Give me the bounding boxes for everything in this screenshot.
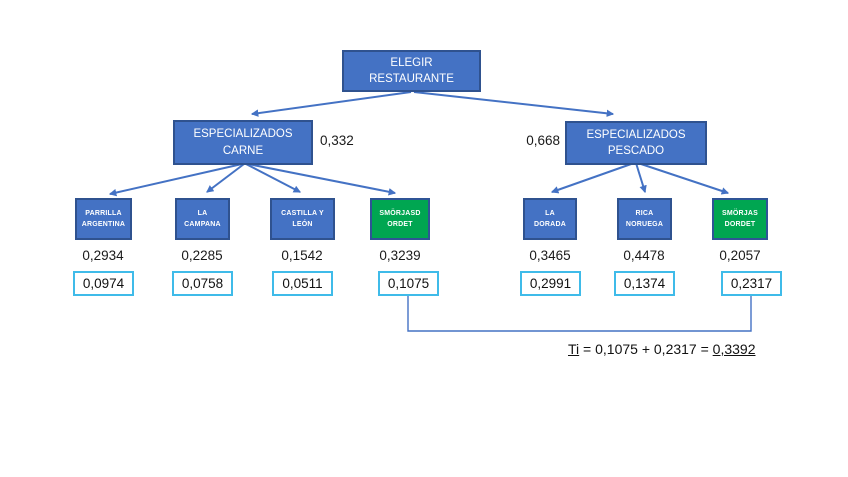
result-box: 0,2991 (520, 271, 581, 296)
node-especializados-pescado: ESPECIALIZADOS PESCADO (565, 121, 707, 165)
ti-expression: = 0,1075 + 0,2317 = (579, 341, 713, 357)
prob-value: 0,1542 (281, 248, 323, 263)
prob-value: 0,2285 (181, 248, 223, 263)
weight-pescado: 0,668 (526, 133, 560, 148)
node-la-dorada: LA DORADA (523, 198, 577, 240)
prob-value: 0,2934 (82, 248, 124, 263)
result-value: 0,0758 (181, 276, 224, 291)
node-label: LA DORADA (534, 209, 566, 228)
result-box: 0,1374 (614, 271, 675, 296)
arrow-pescado-to-rica (635, 162, 647, 194)
node-label: ELEGIR RESTAURANTE (369, 56, 454, 85)
node-smorjas-dordet: SMÖRJAS DORDET (712, 198, 768, 240)
arrow-root-to-carne (250, 91, 412, 117)
node-label: RICA NORUEGA (625, 209, 664, 228)
prob-value: 0,3239 (379, 248, 421, 263)
node-castilla-leon: CASTILLA Y LEÓN (270, 198, 335, 240)
ti-total: 0,3392 (712, 341, 756, 357)
prob-value: 0,2057 (719, 248, 761, 263)
node-label: ESPECIALIZADOS PESCADO (586, 128, 686, 157)
arrow-pescado-to-smorjas (637, 162, 730, 195)
arrow-carne-to-parrilla (108, 163, 243, 197)
result-box: 0,0974 (73, 271, 134, 296)
node-elegir-restaurante: ELEGIR RESTAURANTE (342, 50, 481, 92)
arrow-root-to-pescado (413, 91, 615, 118)
result-value: 0,1075 (387, 276, 430, 291)
result-box: 0,0758 (172, 271, 233, 296)
result-box: 0,0511 (272, 271, 333, 296)
node-label: CASTILLA Y LEÓN (281, 209, 324, 228)
ti-formula: Ti = 0,1075 + 0,2317 = 0,3392 (568, 341, 756, 357)
result-box: 0,2317 (721, 271, 782, 296)
result-value: 0,2991 (529, 276, 572, 291)
result-box: 0,1075 (378, 271, 439, 296)
node-parrilla-argentina: PARRILLA ARGENTINA (75, 198, 132, 240)
connector-ti-sum (407, 296, 752, 332)
node-la-campana: LA CAMPANA (175, 198, 230, 240)
arrow-carne-to-smorjasd (247, 163, 397, 196)
node-smorjasd-ordet: SMÖRJASD ORDET (370, 198, 430, 240)
weight-carne: 0,332 (320, 133, 354, 148)
node-especializados-carne: ESPECIALIZADOS CARNE (173, 120, 313, 165)
result-value: 0,2317 (730, 276, 773, 291)
ti-label: Ti (568, 341, 580, 357)
result-value: 0,1374 (623, 276, 666, 291)
arrow-carne-to-castilla (245, 163, 301, 193)
prob-value: 0,4478 (623, 248, 665, 263)
node-label: ESPECIALIZADOS CARNE (193, 128, 293, 157)
prob-value: 0,3465 (529, 248, 571, 263)
result-value: 0,0974 (82, 276, 125, 291)
node-label: PARRILLA ARGENTINA (81, 209, 126, 228)
arrow-pescado-to-dorada (550, 162, 635, 194)
node-rica-noruega: RICA NORUEGA (617, 198, 672, 240)
node-label: SMÖRJAS DORDET (721, 209, 759, 228)
result-value: 0,0511 (282, 276, 323, 291)
arrow-carne-to-campana (206, 163, 245, 193)
node-label: SMÖRJASD ORDET (379, 209, 421, 228)
node-label: LA CAMPANA (184, 209, 221, 228)
